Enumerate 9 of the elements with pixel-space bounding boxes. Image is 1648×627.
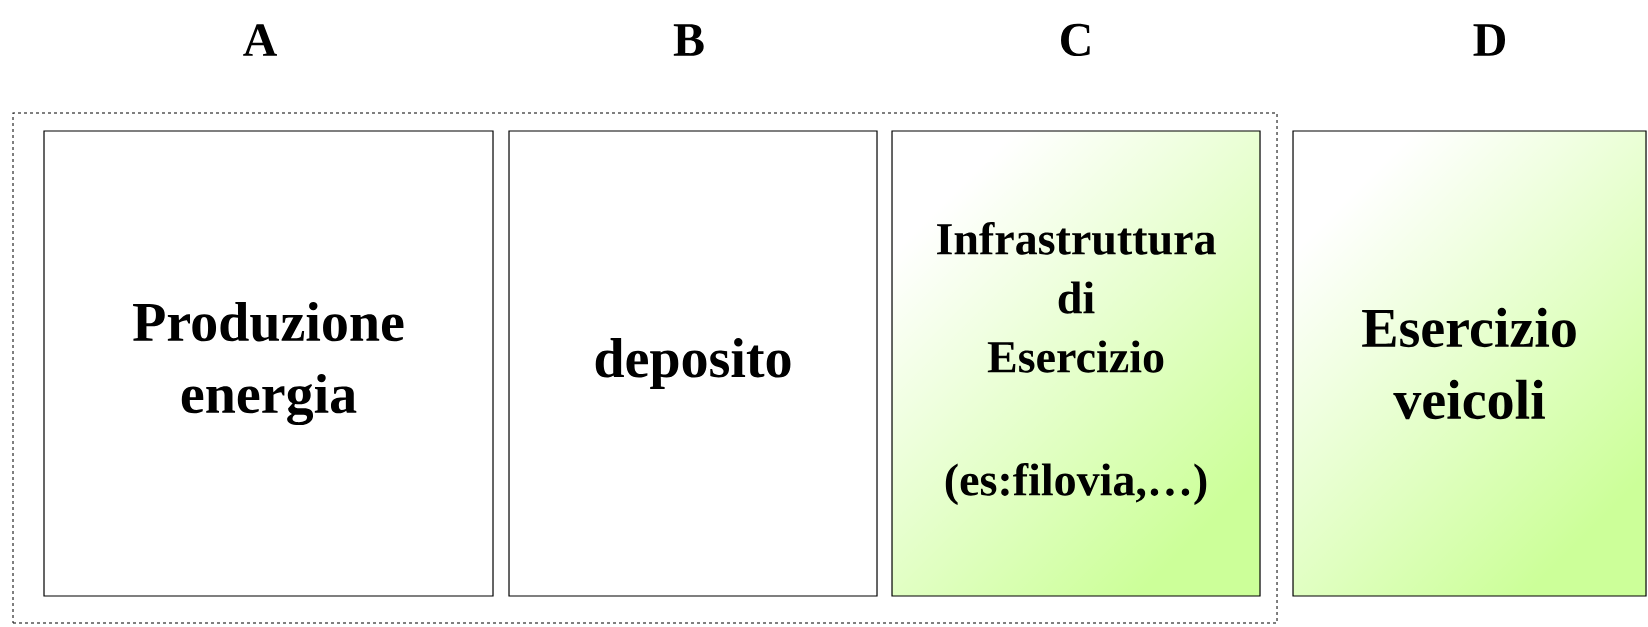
text-box: Infrastruttura di Esercizio (es:filovia,…) (891, 130, 1261, 597)
group-frame (12, 112, 1278, 624)
text-box: Esercizio veicoli (1292, 130, 1647, 597)
column-letter: D (1473, 24, 1505, 56)
text-box: deposito (508, 130, 878, 597)
column-letter: A (243, 24, 277, 56)
column-letter: B (673, 24, 704, 56)
column-letter: C (1061, 23, 1090, 57)
text-box: Produzione energia (43, 130, 494, 597)
